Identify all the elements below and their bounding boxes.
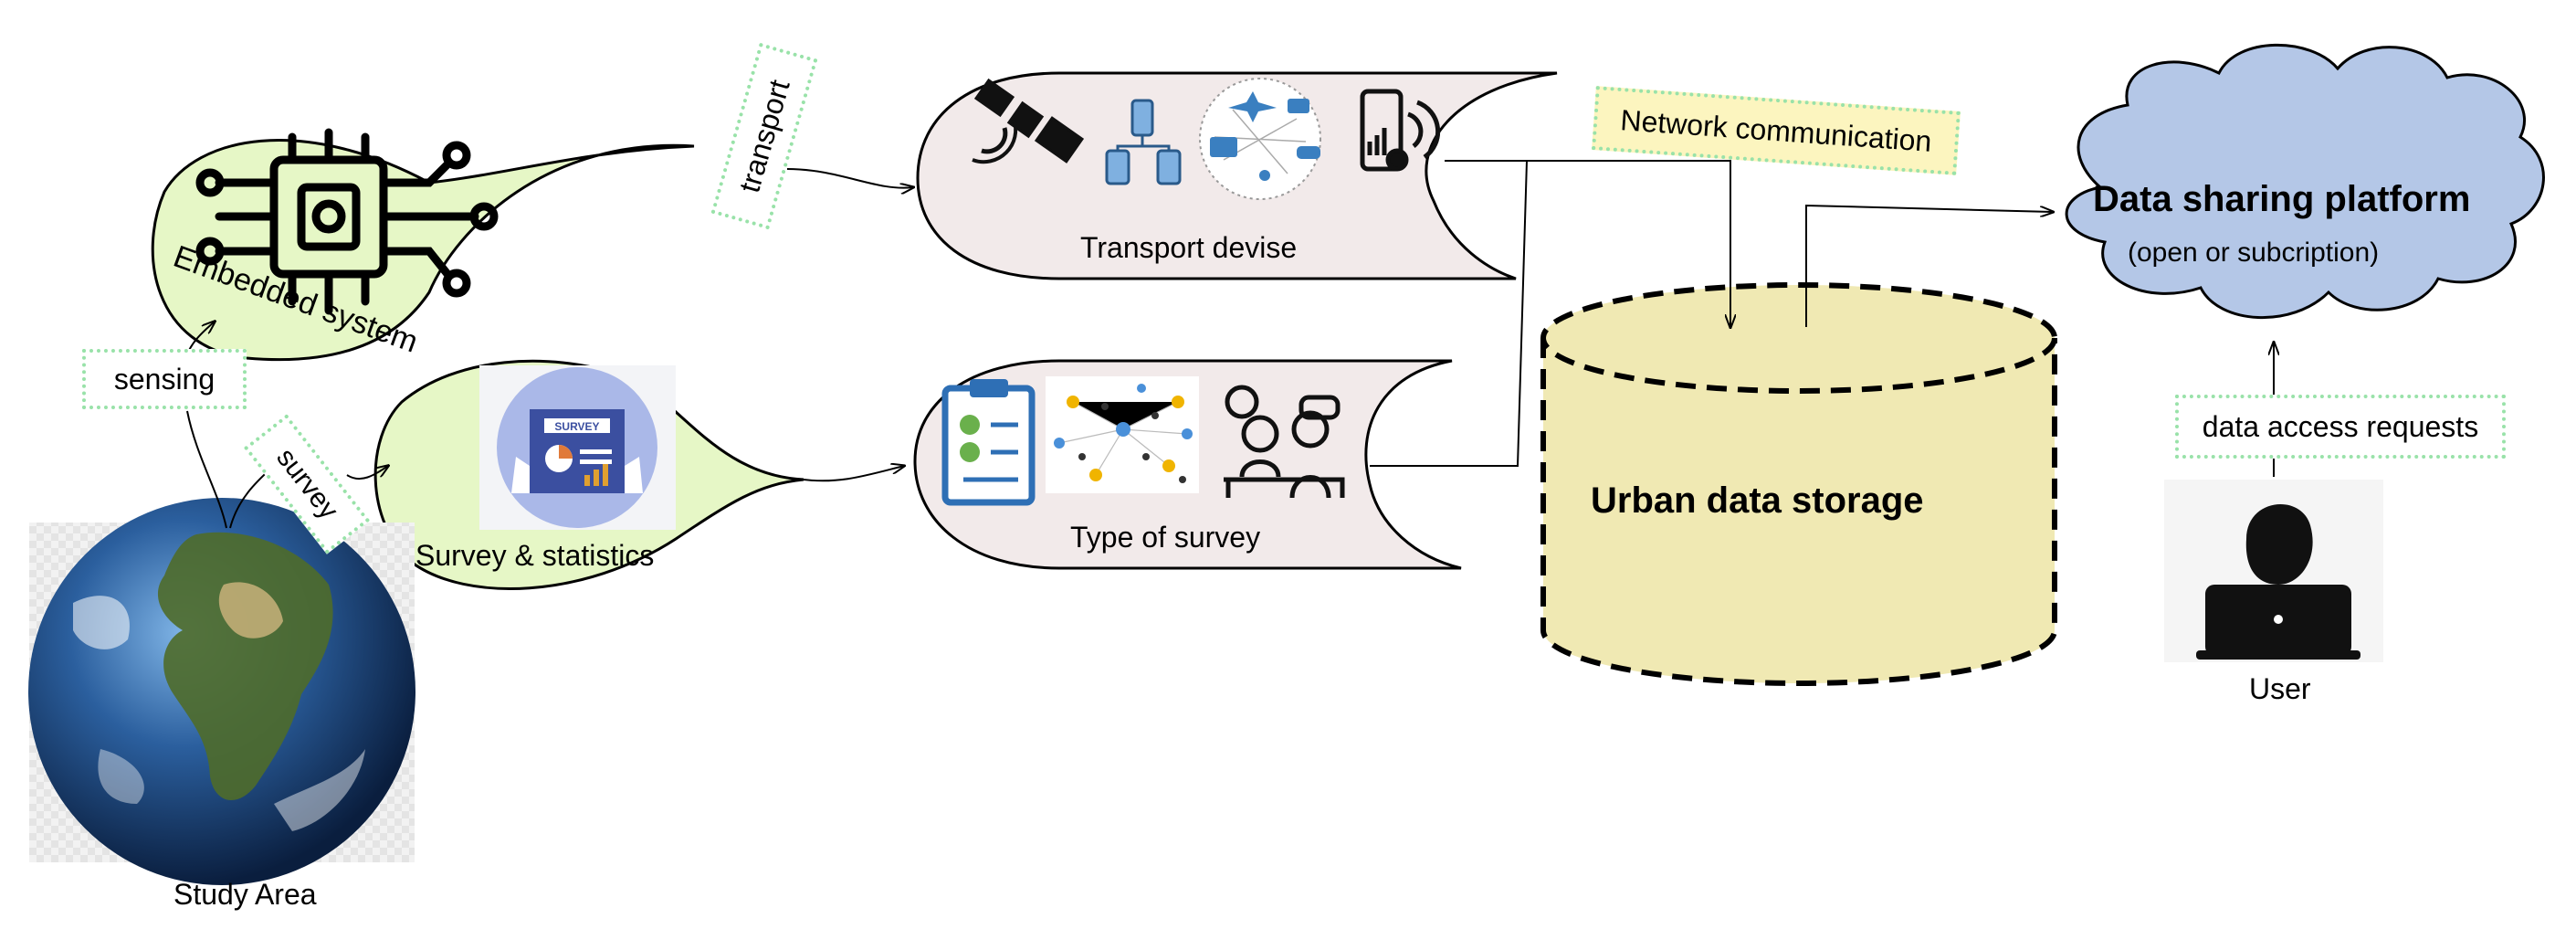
data-sharing-platform-title: Data sharing platform [2093, 179, 2471, 219]
user-laptop-icon [2164, 480, 2383, 662]
network-communication-label: Network communication [1619, 103, 1933, 158]
data-access-requests-tag: data access requests [2175, 395, 2506, 459]
type-of-survey-label: Type of survey [1070, 521, 1261, 554]
interview-icon [1224, 385, 1345, 499]
data-sharing-platform-subtitle: (open or subcription) [2128, 238, 2380, 268]
transport-map-icon [1199, 78, 1321, 200]
social-network-icon [1046, 376, 1199, 493]
satellite-icon [972, 78, 1085, 164]
urban-data-storage-cylinder [1540, 282, 2057, 686]
sensing-edge-tag: sensing [82, 349, 247, 409]
survey-report-icon: SURVEY [479, 365, 676, 530]
urban-data-storage-label: Urban data storage [1591, 480, 1924, 521]
sensing-label: sensing [113, 363, 216, 396]
checklist-icon [941, 379, 1036, 506]
user-label: User [2249, 672, 2311, 705]
survey-statistics-label: Survey & statistics [415, 539, 655, 572]
survey-badge-label: SURVEY [554, 420, 599, 433]
globe-icon [28, 498, 415, 885]
chip-icon [195, 128, 499, 315]
study-area-label: Study Area [173, 878, 317, 911]
data-sharing-cloud [2065, 43, 2545, 319]
network-device-icon [1105, 99, 1182, 185]
phone-signal-icon [1360, 89, 1441, 172]
data-access-requests-label: data access requests [2202, 410, 2479, 443]
transport-device-label: Transport devise [1080, 231, 1298, 264]
